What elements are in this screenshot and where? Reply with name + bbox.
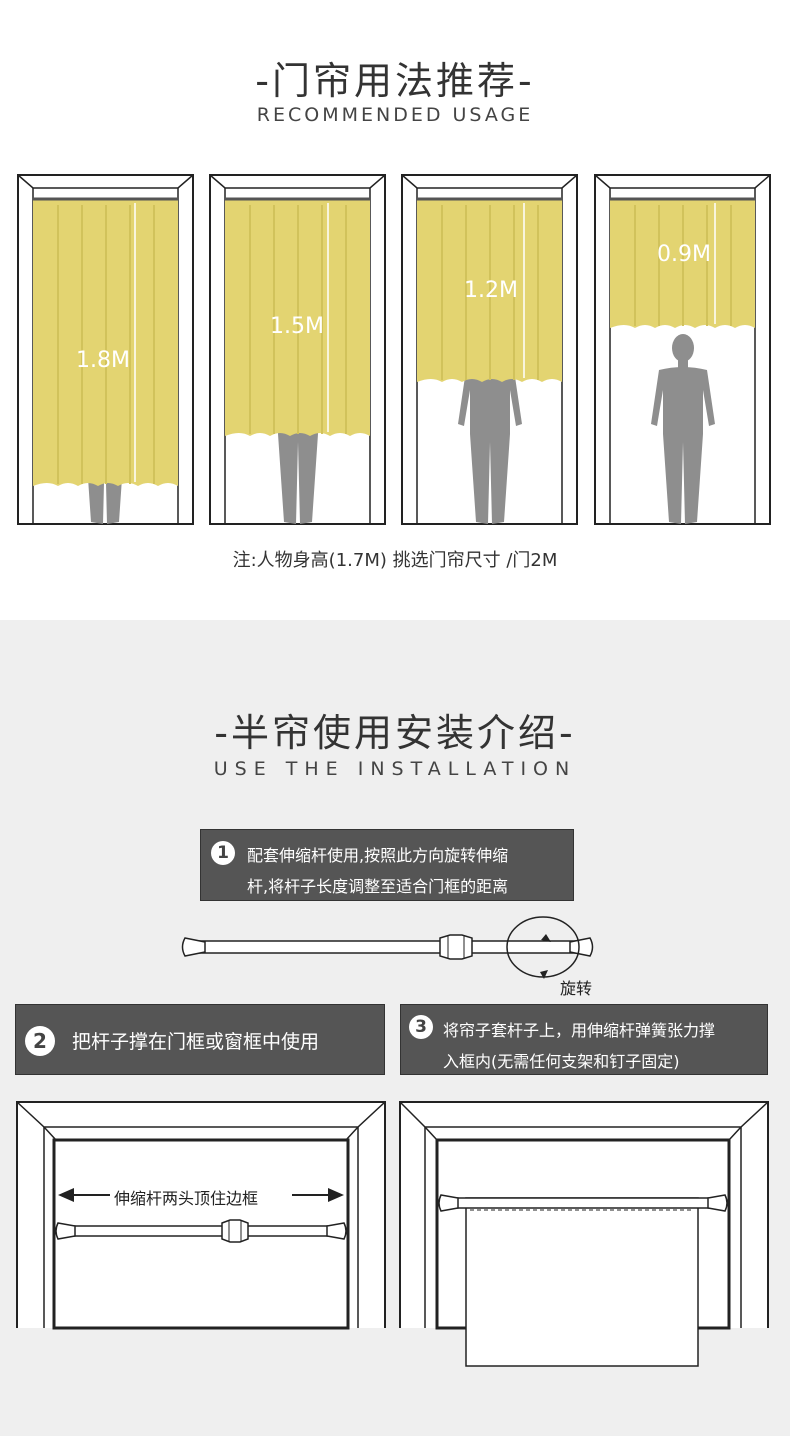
step-3-number: 3 xyxy=(409,1015,433,1039)
panel-1 xyxy=(17,174,194,525)
telescopic-rod-diagram xyxy=(181,916,594,979)
step-3-line2: 入框内(无需任何支架和钉子固定) xyxy=(443,1052,680,1071)
frame-curtain-diagram xyxy=(399,1101,769,1367)
panel-4 xyxy=(594,174,771,525)
step-1-line2: 杆,将杆子长度调整至适合门框的距离 xyxy=(247,877,509,896)
step-1-box: 1 配套伸缩杆使用,按照此方向旋转伸缩 杆,将杆子长度调整至适合门框的距离 xyxy=(200,829,574,901)
door-frame-rod-diagram xyxy=(16,1101,386,1330)
panel-2 xyxy=(209,174,386,525)
step-2-number: 2 xyxy=(25,1026,55,1056)
section1-title: -门帘用法推荐- xyxy=(255,59,535,103)
panel-3 xyxy=(401,174,578,525)
step-3-box: 3 将帘子套杆子上，用伸缩杆弹簧张力撑 入框内(无需任何支架和钉子固定) xyxy=(400,1004,768,1075)
rotate-label: 旋转 xyxy=(560,979,593,998)
step-2-box: 2 把杆子撑在门框或窗框中使用 xyxy=(15,1004,385,1075)
height-label-3: 1.2M xyxy=(464,278,518,303)
height-label-1: 1.8M xyxy=(76,348,130,373)
step-1-line1: 配套伸缩杆使用,按照此方向旋转伸缩 xyxy=(247,846,509,865)
height-label-2: 1.5M xyxy=(270,314,324,339)
section1-subtitle: RECOMMENDED USAGE xyxy=(256,104,534,126)
section2-title: -半帘使用安装介绍- xyxy=(214,711,576,755)
step-1-number: 1 xyxy=(211,841,235,865)
section2-subtitle: USE THE INSTALLATION xyxy=(213,758,577,780)
step-3-line1: 将帘子套杆子上，用伸缩杆弹簧张力撑 xyxy=(443,1021,716,1040)
curtain-panels xyxy=(17,174,771,525)
size-note: 注:人物身高(1.7M) 挑选门帘尺寸 /门2M xyxy=(232,550,558,571)
height-label-4: 0.9M xyxy=(657,242,711,267)
step-2-text: 把杆子撑在门框或窗框中使用 xyxy=(72,1031,320,1053)
frame-label: 伸缩杆两头顶住边框 xyxy=(114,1189,259,1208)
